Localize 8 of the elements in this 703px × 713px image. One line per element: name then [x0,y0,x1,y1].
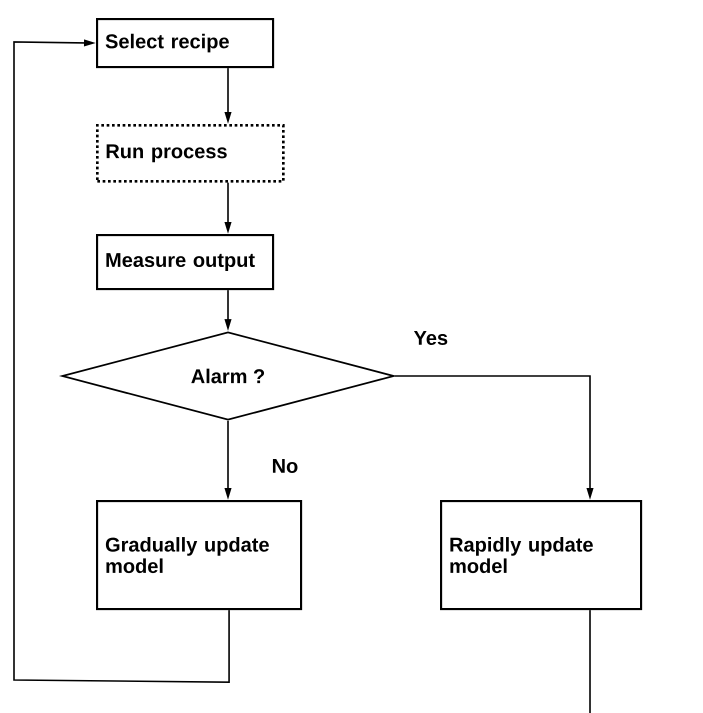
process-box: Gradually update model [96,500,302,610]
process-box: Run process [96,124,285,183]
edge-label: No [270,458,300,474]
arrow [13,39,230,683]
edge-label: Yes [412,330,450,346]
process-box: Select recipe [96,18,274,68]
process-box: Measure output [96,234,274,290]
process-box: Rapidly update model [440,500,642,610]
